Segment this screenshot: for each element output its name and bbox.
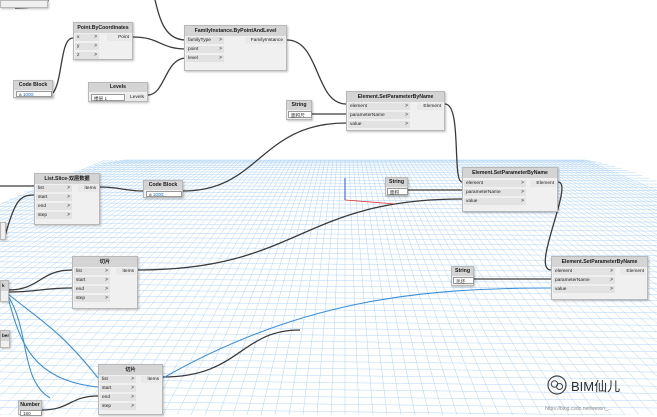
code-block-input[interactable]: a 1000; [16,91,52,97]
node-title: Point.ByCoordinates [74,23,132,33]
input-port-step[interactable]: step [36,212,72,219]
node-title: Levels [89,83,147,92]
node-edge-top[interactable] [0,0,48,8]
input-port-start[interactable]: start [36,194,72,201]
node-title: Number [19,401,41,410]
node-family-instance[interactable]: FamilyInstance.ByPointAndLevel familyTyp… [184,25,287,71]
input-port-element[interactable]: element [348,103,410,110]
input-port-element[interactable]: element [464,180,526,187]
node-list-slice[interactable]: List.Slice-双层数据 list start end step item… [34,173,100,225]
node-code-block-1[interactable]: Code Block a 1000; [13,80,53,98]
node-set-parameter-1[interactable]: Element.SetParameterByName element param… [346,91,445,131]
input-port-list[interactable]: list [100,376,136,383]
output-port-levels[interactable]: Levels [126,94,146,101]
input-port-point[interactable]: point [186,46,224,53]
node-edge-left-1[interactable] [0,222,6,240]
string-input-3[interactable]: 毛坯 [453,277,474,284]
watermark-url: https://blog.csdn.net/weixin_... [545,406,612,412]
node-title: String [287,101,311,110]
node-levels[interactable]: Levels 楼层 1 Levels [88,82,148,102]
node-string-1[interactable]: String 面积尺 [286,100,312,120]
input-port-x[interactable]: x [75,34,99,41]
output-port-items[interactable]: items [78,185,98,192]
node-title: List.Slice-双层数据 [35,174,99,184]
node-string-2[interactable]: String 面积 [385,177,408,196]
node-title: FamilyInstance.ByPointAndLevel [185,26,286,36]
input-port-end[interactable]: end [100,394,136,401]
node-point-by-coordinates[interactable]: Point.ByCoordinates x y z Point [73,22,133,60]
input-port-level[interactable]: level [186,55,224,62]
watermark-text: BIM仙儿 [571,376,620,395]
input-port-value[interactable]: value [464,198,526,205]
node-title: Element.SetParameterByName [347,92,444,102]
wechat-logo-icon [547,375,567,395]
output-port-element[interactable]: Element [530,180,556,187]
watermark: BIM仙儿 [547,375,620,395]
input-port-step[interactable]: step [100,403,136,410]
levels-dropdown[interactable]: 楼层 1 [91,94,125,101]
output-port-point[interactable]: Point [107,34,131,41]
output-port-items[interactable]: items [116,268,136,275]
string-input-2[interactable]: 面积 [387,188,408,195]
input-port-end[interactable]: end [36,203,72,210]
node-slice-3[interactable]: 切片 list start end step items [98,364,163,415]
input-port-parameter-name[interactable]: parameterName [464,189,526,196]
node-title: Element.SetParameterByName [463,168,557,178]
node-slice-2[interactable]: 切片 list start end step items [72,256,138,309]
node-string-3[interactable]: String 毛坯 [451,266,474,286]
input-port-family-type[interactable]: familyType [186,37,224,44]
node-title: String [452,267,473,276]
node-number[interactable]: Number 180 [18,400,42,415]
node-title: 切片 [73,257,137,267]
input-port-start[interactable]: start [100,385,136,392]
output-port-element[interactable]: Element [417,103,443,110]
output-port-items[interactable]: items [141,376,161,383]
node-set-parameter-3[interactable]: Element.SetParameterByName element param… [551,256,648,300]
input-port-value[interactable]: value [348,121,410,128]
input-port-list[interactable]: list [36,185,72,192]
code-block-input[interactable]: a 1000; [146,191,182,197]
number-input[interactable]: 180 [20,410,42,416]
output-port-family-instance[interactable]: FamilyInstance [245,37,285,44]
node-edge-left-2[interactable]: k [0,280,9,302]
input-port-list[interactable]: list [74,268,110,275]
node-title: Element.SetParameterByName [552,257,647,267]
node-title: 切片 [99,365,162,375]
input-port-start[interactable]: start [74,277,110,284]
string-input-1[interactable]: 面积尺 [288,111,312,118]
input-port-end[interactable]: end [74,286,110,293]
input-port-parameter-name[interactable]: parameterName [348,112,410,119]
node-title: String [386,178,407,187]
input-port-y[interactable]: y [75,43,99,50]
node-title: Code Block [144,181,182,190]
node-title: Code Block [14,81,52,90]
input-port-value[interactable]: value [553,286,615,293]
output-port-element[interactable]: Element [620,268,646,275]
node-code-block-2[interactable]: Code Block a 1000; [143,180,183,198]
input-port-element[interactable]: element [553,268,615,275]
input-port-step[interactable]: step [74,295,110,302]
node-set-parameter-2[interactable]: Element.SetParameterByName element param… [462,167,558,212]
input-port-z[interactable]: z [75,52,99,59]
node-edge-left-3[interactable]: ber [0,330,10,348]
input-port-parameter-name[interactable]: parameterName [553,277,615,284]
